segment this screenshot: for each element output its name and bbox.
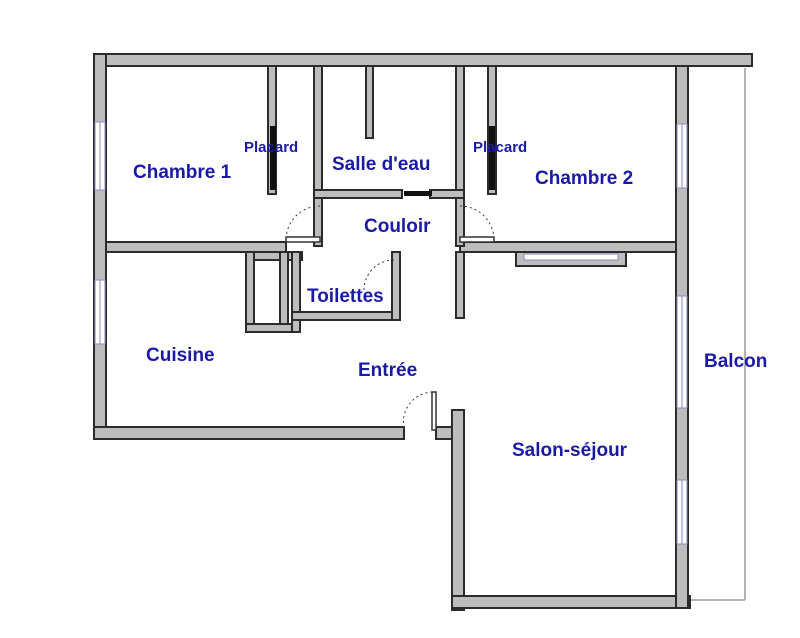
doors (285, 205, 495, 431)
label-balcon: Balcon (704, 351, 767, 372)
wall-toilettes-mid (291, 251, 301, 333)
label-salle-eau: Salle d'eau (332, 154, 431, 175)
wall-bottom-right (451, 595, 691, 609)
label-toilettes: Toilettes (307, 286, 384, 307)
balcony (688, 68, 746, 601)
label-placard-left: Placard (244, 139, 298, 156)
wall-salon-divider (455, 251, 465, 319)
wall-top (93, 53, 753, 67)
wall-toilettes-right (391, 251, 401, 321)
window-chambre2 (676, 123, 688, 189)
interior-walls (105, 65, 677, 333)
label-cuisine: Cuisine (146, 345, 215, 366)
windows (94, 121, 688, 545)
door-entree (402, 391, 437, 431)
window-salon-1 (676, 295, 688, 409)
room-labels: Chambre 1 Placard Salle d'eau Placard Ch… (133, 139, 767, 461)
sde-sliding-door (404, 191, 432, 196)
wall-bedrooms-bottom-left (105, 241, 287, 253)
label-chambre2: Chambre 2 (535, 168, 633, 189)
outer-walls (93, 53, 753, 611)
label-entree: Entrée (358, 360, 417, 381)
wall-left (93, 53, 107, 439)
wall-sde-right (455, 65, 465, 201)
wall-toilettes-box-left (245, 251, 255, 333)
door-chambre2 (459, 205, 495, 243)
door-toilettes (363, 259, 395, 291)
label-chambre1: Chambre 1 (133, 162, 232, 183)
wall-sde-bottom (313, 189, 403, 199)
wall-chambre1-right (313, 65, 323, 201)
wall-toilettes-floor (291, 311, 401, 321)
label-salon: Salon-séjour (512, 440, 628, 461)
wall-couloir-left (313, 197, 323, 247)
door-chambre1 (285, 205, 321, 243)
wall-sde-divider (365, 65, 374, 139)
wall-salon-left (451, 409, 465, 611)
label-couloir: Couloir (364, 216, 431, 237)
wall-toilettes-inner (279, 251, 289, 333)
placard-door-right (489, 126, 495, 190)
wall-bedrooms-bottom-right (459, 241, 677, 253)
wall-bottom-left (93, 426, 405, 440)
window-cuisine (94, 279, 106, 345)
wall-sde-bottom-right (429, 189, 465, 199)
placard-doors (270, 126, 495, 196)
placard-door-left (270, 126, 276, 190)
window-salon-top (523, 253, 619, 261)
window-salon-2 (676, 479, 688, 545)
wall-couloir-right (455, 197, 465, 247)
window-chambre1 (94, 121, 106, 191)
label-placard-right: Placard (473, 139, 527, 156)
